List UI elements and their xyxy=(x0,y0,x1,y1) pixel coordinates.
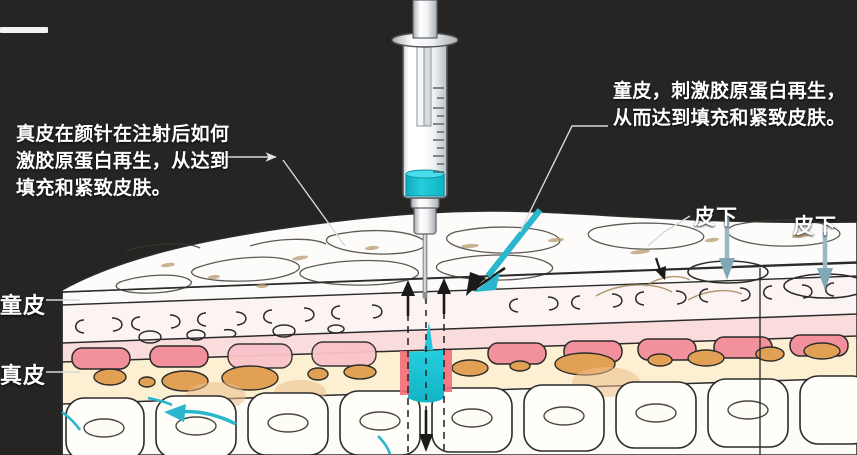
arrow-down-center xyxy=(419,410,433,452)
leader-subcutaneous-line xyxy=(647,215,691,247)
arrow-hypodermis-left xyxy=(164,404,237,426)
surface-fibers xyxy=(595,275,743,301)
left-annotation-text: 真皮在颜针在注射后如何 激胶原蛋白再生，从达到 填充和紧致皮肤。 xyxy=(16,124,230,199)
needle-hub xyxy=(413,205,437,235)
label-subcutaneous-second: 皮下 xyxy=(793,215,837,238)
leader-lines xyxy=(46,125,691,373)
arrow-small-pore xyxy=(654,257,666,280)
fat-cell-nuclei xyxy=(83,400,769,438)
dermis-highlight-right xyxy=(443,350,452,392)
arrow-diagonal-surface xyxy=(466,266,506,296)
label-subcutaneous-first: 皮下 xyxy=(694,206,738,229)
needle-tip xyxy=(423,292,427,302)
liquid-meniscus xyxy=(405,169,445,179)
needle-shaft xyxy=(422,231,428,299)
hypodermis-cells xyxy=(93,342,841,392)
plunger-rod-shade xyxy=(423,0,432,127)
arrow-up-right xyxy=(437,278,451,314)
filler-deposit xyxy=(408,350,444,403)
skin-surface xyxy=(61,210,857,293)
teal-arrows xyxy=(61,208,833,455)
filler-spike xyxy=(424,322,433,350)
arrow-up-left xyxy=(401,280,415,316)
direction-arrows xyxy=(401,257,666,452)
arrow-diagonal-skin xyxy=(474,208,543,292)
right-annotation-text: 童皮，刺激胶原蛋白再生， 从而达到填充和紧致皮肤。 xyxy=(613,81,846,129)
arrow-into-pore-left xyxy=(719,216,735,280)
skin-block xyxy=(61,210,857,455)
surface-speckles xyxy=(161,233,808,288)
teal-tick-marks xyxy=(61,396,392,455)
arrow-into-pore-right xyxy=(817,232,833,290)
leader-right-line xyxy=(519,125,608,233)
surface-texture xyxy=(115,219,841,294)
dermis-highlight-left xyxy=(400,351,409,395)
leader-left-line xyxy=(282,159,346,247)
epidermis-cells xyxy=(75,282,835,344)
dermis-cells-pale xyxy=(227,341,377,369)
syringe xyxy=(391,0,459,302)
white-accent-bar xyxy=(0,27,48,33)
plunger-shaft-top xyxy=(412,0,438,39)
injection-column xyxy=(400,322,452,403)
label-dermis: 真皮 xyxy=(0,363,47,388)
label-epidermis: 童皮 xyxy=(0,293,47,318)
syringe-graduations xyxy=(433,87,444,173)
